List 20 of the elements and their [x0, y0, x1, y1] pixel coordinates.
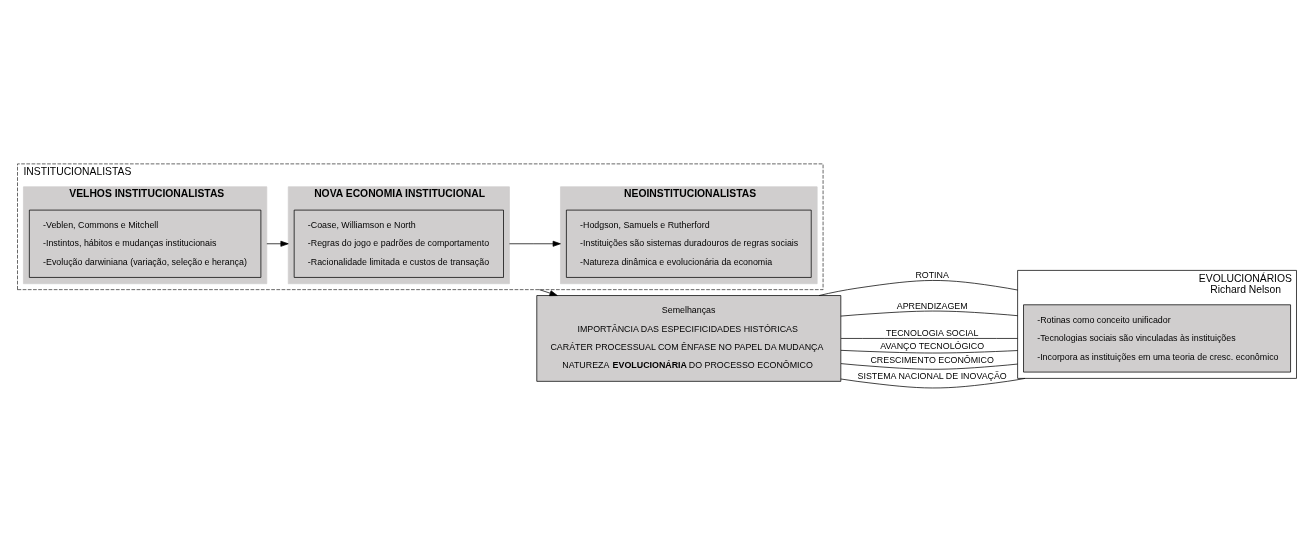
- arrow: [266, 240, 289, 247]
- edge-label: APRENDIZAGEM: [896, 300, 968, 311]
- arrow: [509, 240, 561, 247]
- connector: [818, 279, 1018, 296]
- node-box: -Coase, Williamson e North -Regras do jogo e padrões de comportamento -Racionalidade limitada e custos de transação: [293, 209, 504, 278]
- connector: [840, 377, 1026, 388]
- arrow: [538, 288, 558, 296]
- node-box: Semelhanças IMPORTÂNCIA DAS ESPECIFICIDADES HISTÓRICAS CARÁTER PROCESSUAL COM ÊNFASE NO PAPEL DA MUDANÇA NATUREZA EVOLUCIONÁRIA DO PROCESSO ECONÔMICO: [536, 294, 842, 382]
- node-box: -Veblen, Commons e Mitchell -Instintos, hábitos e mudanças institucionais -Evolução darwiniana (variação, seleção e herança): [29, 209, 262, 278]
- edge-label: TECNOLOGIA SOCIAL: [885, 327, 979, 338]
- connector: [840, 349, 1018, 353]
- edge-label: SISTEMA NACIONAL DE INOVAÇÃO: [857, 370, 1007, 381]
- connector: [840, 362, 1018, 370]
- node-box: -Rotinas como conceito unificador -Tecnologias sociais são vinculadas às instituições -Incorpora as instituições em uma teoria de cresc. econômico: [1023, 303, 1291, 372]
- node-box: -Hodgson, Samuels e Rutherford -Instituições são sistemas duradouros de regras sociais -Natureza dinâmica e evolucionária da economia: [566, 209, 812, 278]
- connector: [840, 337, 1018, 339]
- edge-label: AVANÇO TECNOLÓGICO: [880, 340, 985, 351]
- edge-label: CRESCIMENTO ECONÔMICO: [870, 354, 994, 365]
- connector: [840, 310, 1018, 316]
- edge-label: ROTINA: [915, 269, 949, 280]
